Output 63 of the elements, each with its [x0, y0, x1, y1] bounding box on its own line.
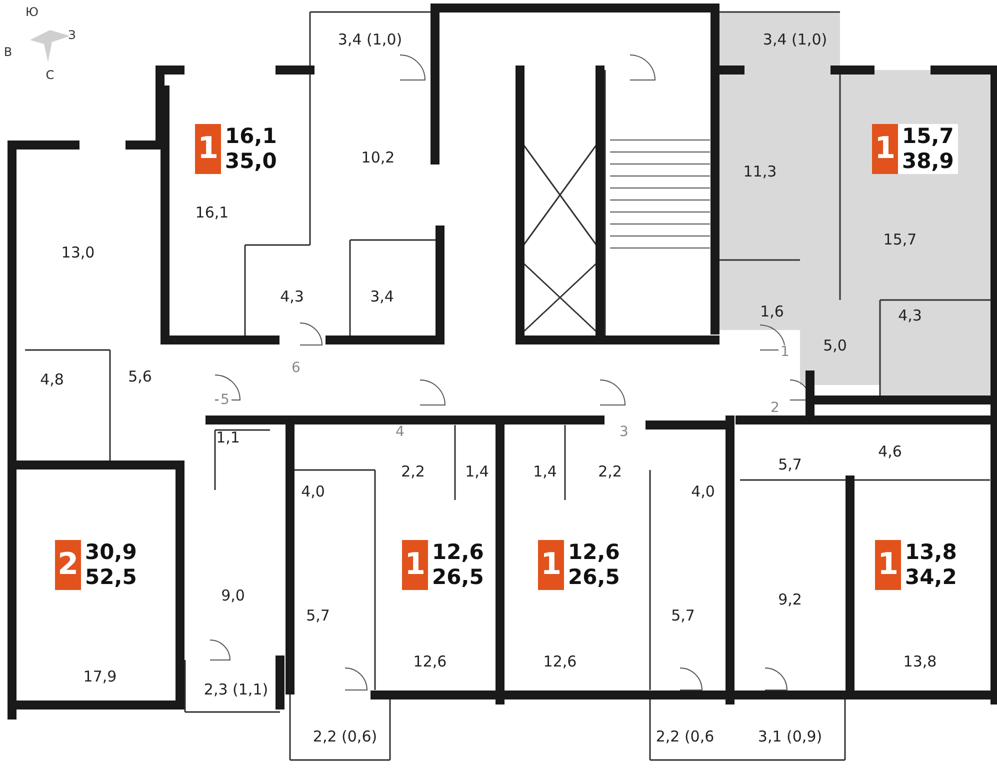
compass-letter: Ю [26, 6, 38, 18]
compass-letter: С [46, 69, 54, 81]
room-area-label: 4,6 [878, 444, 902, 460]
room-area-label: 5,7 [778, 458, 802, 472]
room-area-label: 1,4 [533, 464, 557, 480]
room-area-label: 2,2 [401, 464, 425, 480]
living-area-value: 16,1 [225, 124, 277, 149]
room-area-label: 5,6 [128, 370, 152, 384]
compass-letter: В [4, 46, 12, 58]
room-count-badge: 1 [875, 540, 901, 590]
door-number: 6 [290, 361, 302, 375]
room-area-label: 16,1 [195, 206, 229, 220]
total-area-value: 34,2 [905, 565, 957, 590]
living-area-value: 12,6 [568, 540, 620, 565]
room-area-label: 15,7 [883, 232, 917, 248]
room-count-badge: 1 [872, 124, 898, 174]
room-area-label: 4,8 [40, 372, 64, 388]
room-area-label: 12,6 [543, 654, 577, 670]
room-area-label: 9,0 [221, 588, 245, 604]
room-count-badge: 1 [402, 540, 428, 590]
living-area-value: 15,7 [902, 124, 954, 149]
room-area-label: 17,9 [83, 670, 117, 684]
living-area-value: 30,9 [85, 540, 137, 565]
room-area-label: 13,8 [903, 654, 937, 670]
room-area-label: 11,3 [743, 164, 777, 180]
room-area-label: 1,4 [465, 464, 489, 480]
room-area-label: 3,4 (1,0) [338, 32, 402, 48]
total-area-value: 26,5 [568, 565, 620, 590]
total-area-value: 26,5 [432, 565, 484, 590]
total-area-value: 52,5 [85, 565, 137, 590]
room-area-label: 3,4 [370, 290, 394, 304]
room-area-label: 4,3 [898, 308, 922, 324]
room-area-label: 13,0 [61, 246, 95, 260]
door-number: 1 [778, 345, 792, 359]
door-number: 4 [394, 425, 406, 439]
living-area-value: 13,8 [905, 540, 957, 565]
room-area-label: 12,6 [413, 654, 447, 670]
room-count-badge: 1 [538, 540, 564, 590]
room-area-label: 10,2 [361, 150, 395, 166]
room-area-label: 1,1 [216, 430, 240, 446]
door-number: 5 [218, 393, 232, 407]
room-area-label: 2,2 [598, 464, 622, 480]
room-area-label: 3,1 (0,9) [758, 730, 822, 744]
living-area-value: 12,6 [432, 540, 484, 565]
room-area-label: 5,7 [306, 608, 330, 624]
room-count-badge: 2 [55, 540, 81, 590]
room-area-label: 2,3 (1,1) [204, 682, 268, 698]
total-area-value: 35,0 [225, 149, 277, 174]
room-area-label: 9,2 [778, 592, 802, 608]
apartment-badge [872, 124, 958, 174]
room-area-label: 5,7 [671, 608, 695, 624]
room-area-label: 1,6 [760, 304, 784, 320]
room-area-label: 4,3 [280, 290, 304, 304]
room-count-badge: 1 [195, 124, 221, 174]
room-area-label: 2,2 (0,6 [656, 730, 714, 744]
room-area-label: 5,0 [823, 338, 847, 354]
room-area-label: 2,2 (0,6) [312, 730, 378, 744]
room-area-label: 4,0 [691, 484, 715, 500]
room-area-label: 3,4 (1,0) [762, 32, 828, 48]
door-number: 3 [618, 425, 630, 439]
room-area-label: 4,0 [301, 484, 325, 500]
compass-letter: З [68, 29, 76, 41]
total-area-value: 38,9 [902, 149, 954, 174]
